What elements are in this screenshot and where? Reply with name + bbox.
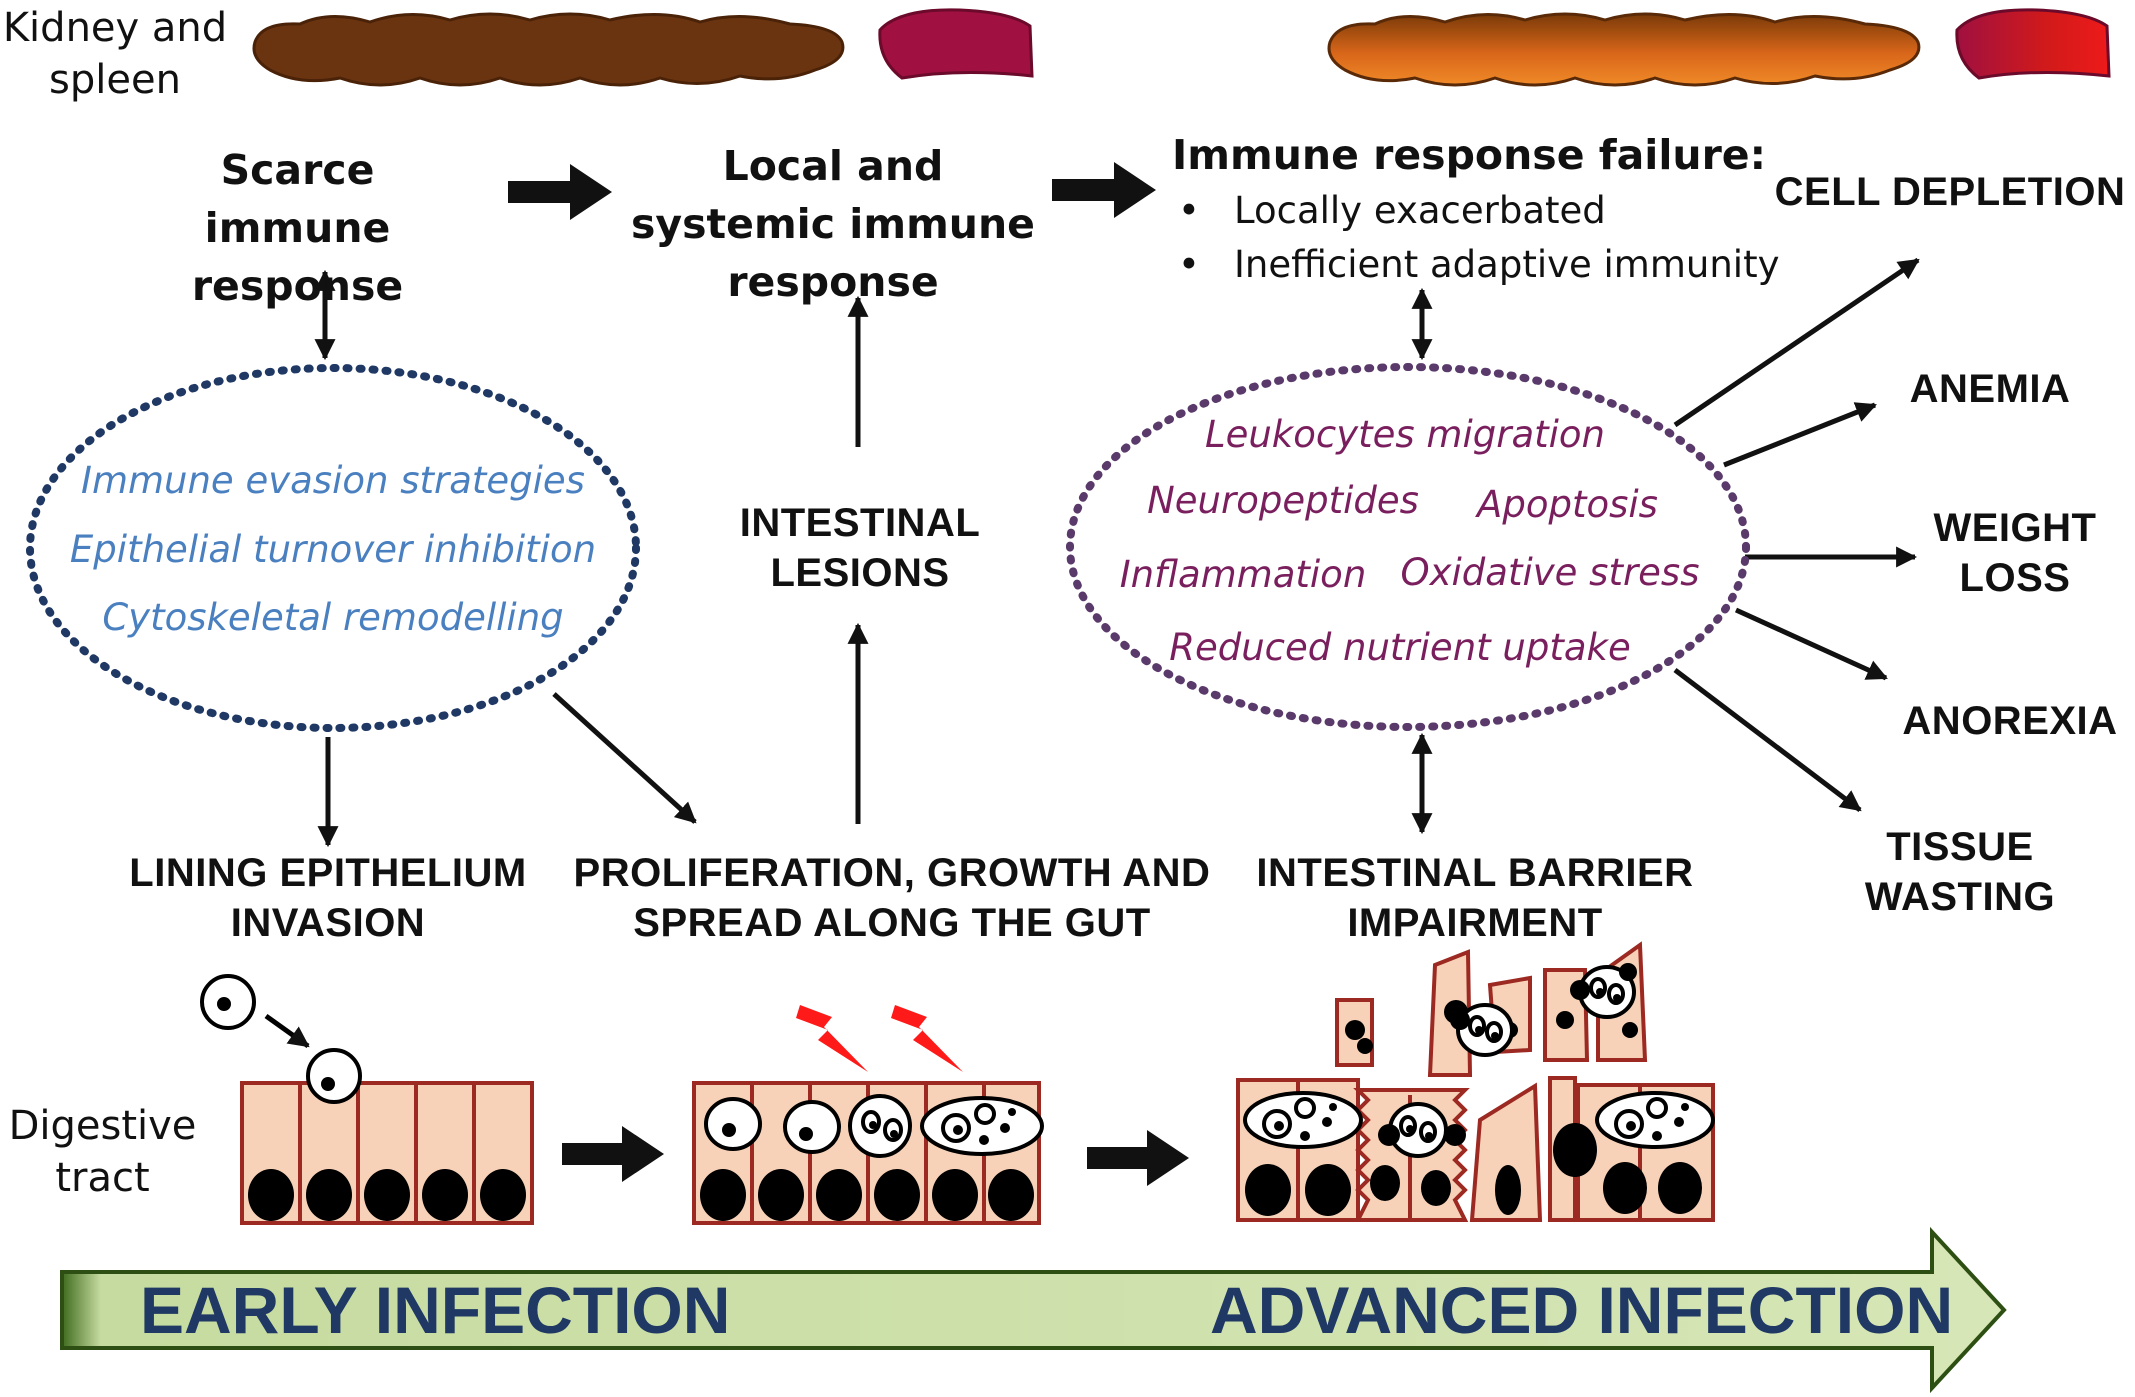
- cell-nuclei-stage2: [700, 1169, 1034, 1221]
- cell-nuclei-stage3: [1245, 1000, 1702, 1216]
- lining-epithelium-invasion: LINING EPITHELIUM INVASION: [129, 851, 527, 945]
- spleen-right-icon: [1955, 8, 2111, 80]
- spleen-left-icon: [878, 8, 1034, 80]
- reduced-nutrient-uptake: Reduced nutrient uptake: [1169, 626, 1631, 669]
- proliferation-growth-spread: PROLIFERATION, GROWTH AND SPREAD ALONG T…: [573, 851, 1211, 945]
- neuropeptides: Neuropeptides: [1147, 479, 1419, 522]
- infection-timeline-arrow: [60, 1226, 2007, 1394]
- arrow-to-anemia: [1723, 402, 1877, 468]
- arrow-ellipse-to-proliferation: [552, 692, 697, 824]
- cell-nuclei-stage1: [248, 1169, 526, 1221]
- arrow-to-cell-depletion: [1673, 257, 1920, 428]
- intestinal-barrier-impairment: INTESTINAL BARRIER IMPAIRMENT: [1256, 851, 1694, 945]
- arrow-to-anorexia: [1734, 607, 1888, 681]
- failure-bullet-1: Locally exacerbated: [1234, 189, 1606, 232]
- arrow-stage2-to-stage3: [1087, 1130, 1189, 1186]
- failure-bullet-2: Inefficient adaptive immunity: [1234, 243, 1780, 286]
- oxidative-stress: Oxidative stress: [1400, 551, 1700, 594]
- arrow-to-tissue-wasting: [1673, 668, 1862, 812]
- lightning-icon: [796, 1005, 963, 1072]
- digestive-tract: Digestive tract: [8, 1103, 197, 1201]
- cell-depletion: CELL DEPLETION: [1774, 170, 2126, 214]
- arrow-scarce-to-local: [508, 164, 612, 220]
- epithelial-turnover: Epithelial turnover inhibition: [69, 528, 597, 571]
- cytoskeletal-remodelling: Cytoskeletal remodelling: [102, 596, 564, 639]
- mechanisms-ellipse: [1066, 363, 1750, 731]
- arrow-local-to-failure: [1052, 162, 1156, 218]
- local-systemic-immune-response: Local and systemic immune response: [631, 142, 1035, 306]
- kidney-right-icon: [1327, 12, 1921, 87]
- inflammation: Inflammation: [1119, 553, 1367, 596]
- anemia: ANEMIA: [1909, 367, 2071, 411]
- parasites-in-damaged-tissue: [1243, 963, 1715, 1158]
- kidney-left-icon: [252, 12, 845, 87]
- apoptosis: Apoptosis: [1477, 483, 1658, 526]
- evasion-strategies: Immune evasion strategies: [81, 459, 585, 502]
- advanced-infection: ADVANCED INFECTION: [1210, 1273, 1954, 1347]
- anorexia: ANOREXIA: [1902, 699, 2118, 743]
- kidney-spleen-label: Kidney and spleen: [2, 5, 228, 103]
- scarce-immune-response: Scarce immune response: [191, 146, 404, 310]
- immune-failure-title: Immune response failure:: [1172, 131, 1766, 179]
- tissue-wasting: TISSUE WASTING: [1864, 825, 2056, 919]
- parasite-entering: [200, 974, 362, 1104]
- leukocytes-migration: Leukocytes migration: [1204, 413, 1605, 456]
- evasion-ellipse: [26, 364, 640, 732]
- arrow-stage1-to-stage2: [562, 1126, 664, 1182]
- parasites-proliferating: [704, 1094, 1044, 1158]
- weight-loss: WEIGHT LOSS: [1933, 506, 2097, 600]
- immune-failure-bullets: • Locally exacerbated • Inefficient adap…: [1178, 184, 1780, 294]
- intestinal-lesions: INTESTINAL LESIONS: [739, 501, 981, 595]
- early-infection: EARLY INFECTION: [140, 1273, 731, 1347]
